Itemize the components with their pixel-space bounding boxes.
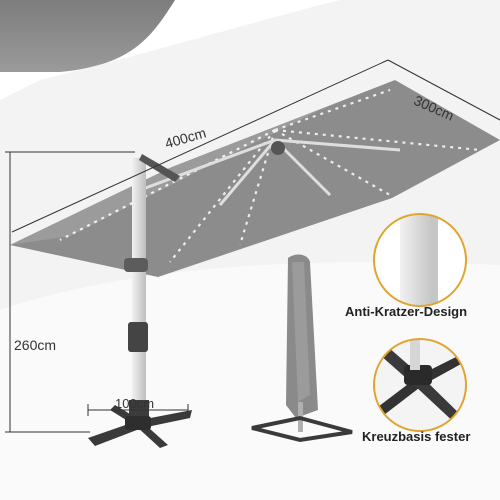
anti-scratch-detail <box>373 213 467 307</box>
dimension-lines <box>5 59 500 433</box>
covered-umbrella <box>251 254 353 443</box>
cross-base <box>88 405 192 448</box>
height-label: 260cm <box>14 337 57 353</box>
cross-base-detail <box>373 338 467 432</box>
background-grey-shape <box>0 0 175 72</box>
cross-base-label: Kreuzbasis fester <box>362 429 471 444</box>
anti-scratch-label: Anti-Kratzer-Design <box>345 304 468 319</box>
base-width-label: 100cm <box>115 396 155 411</box>
